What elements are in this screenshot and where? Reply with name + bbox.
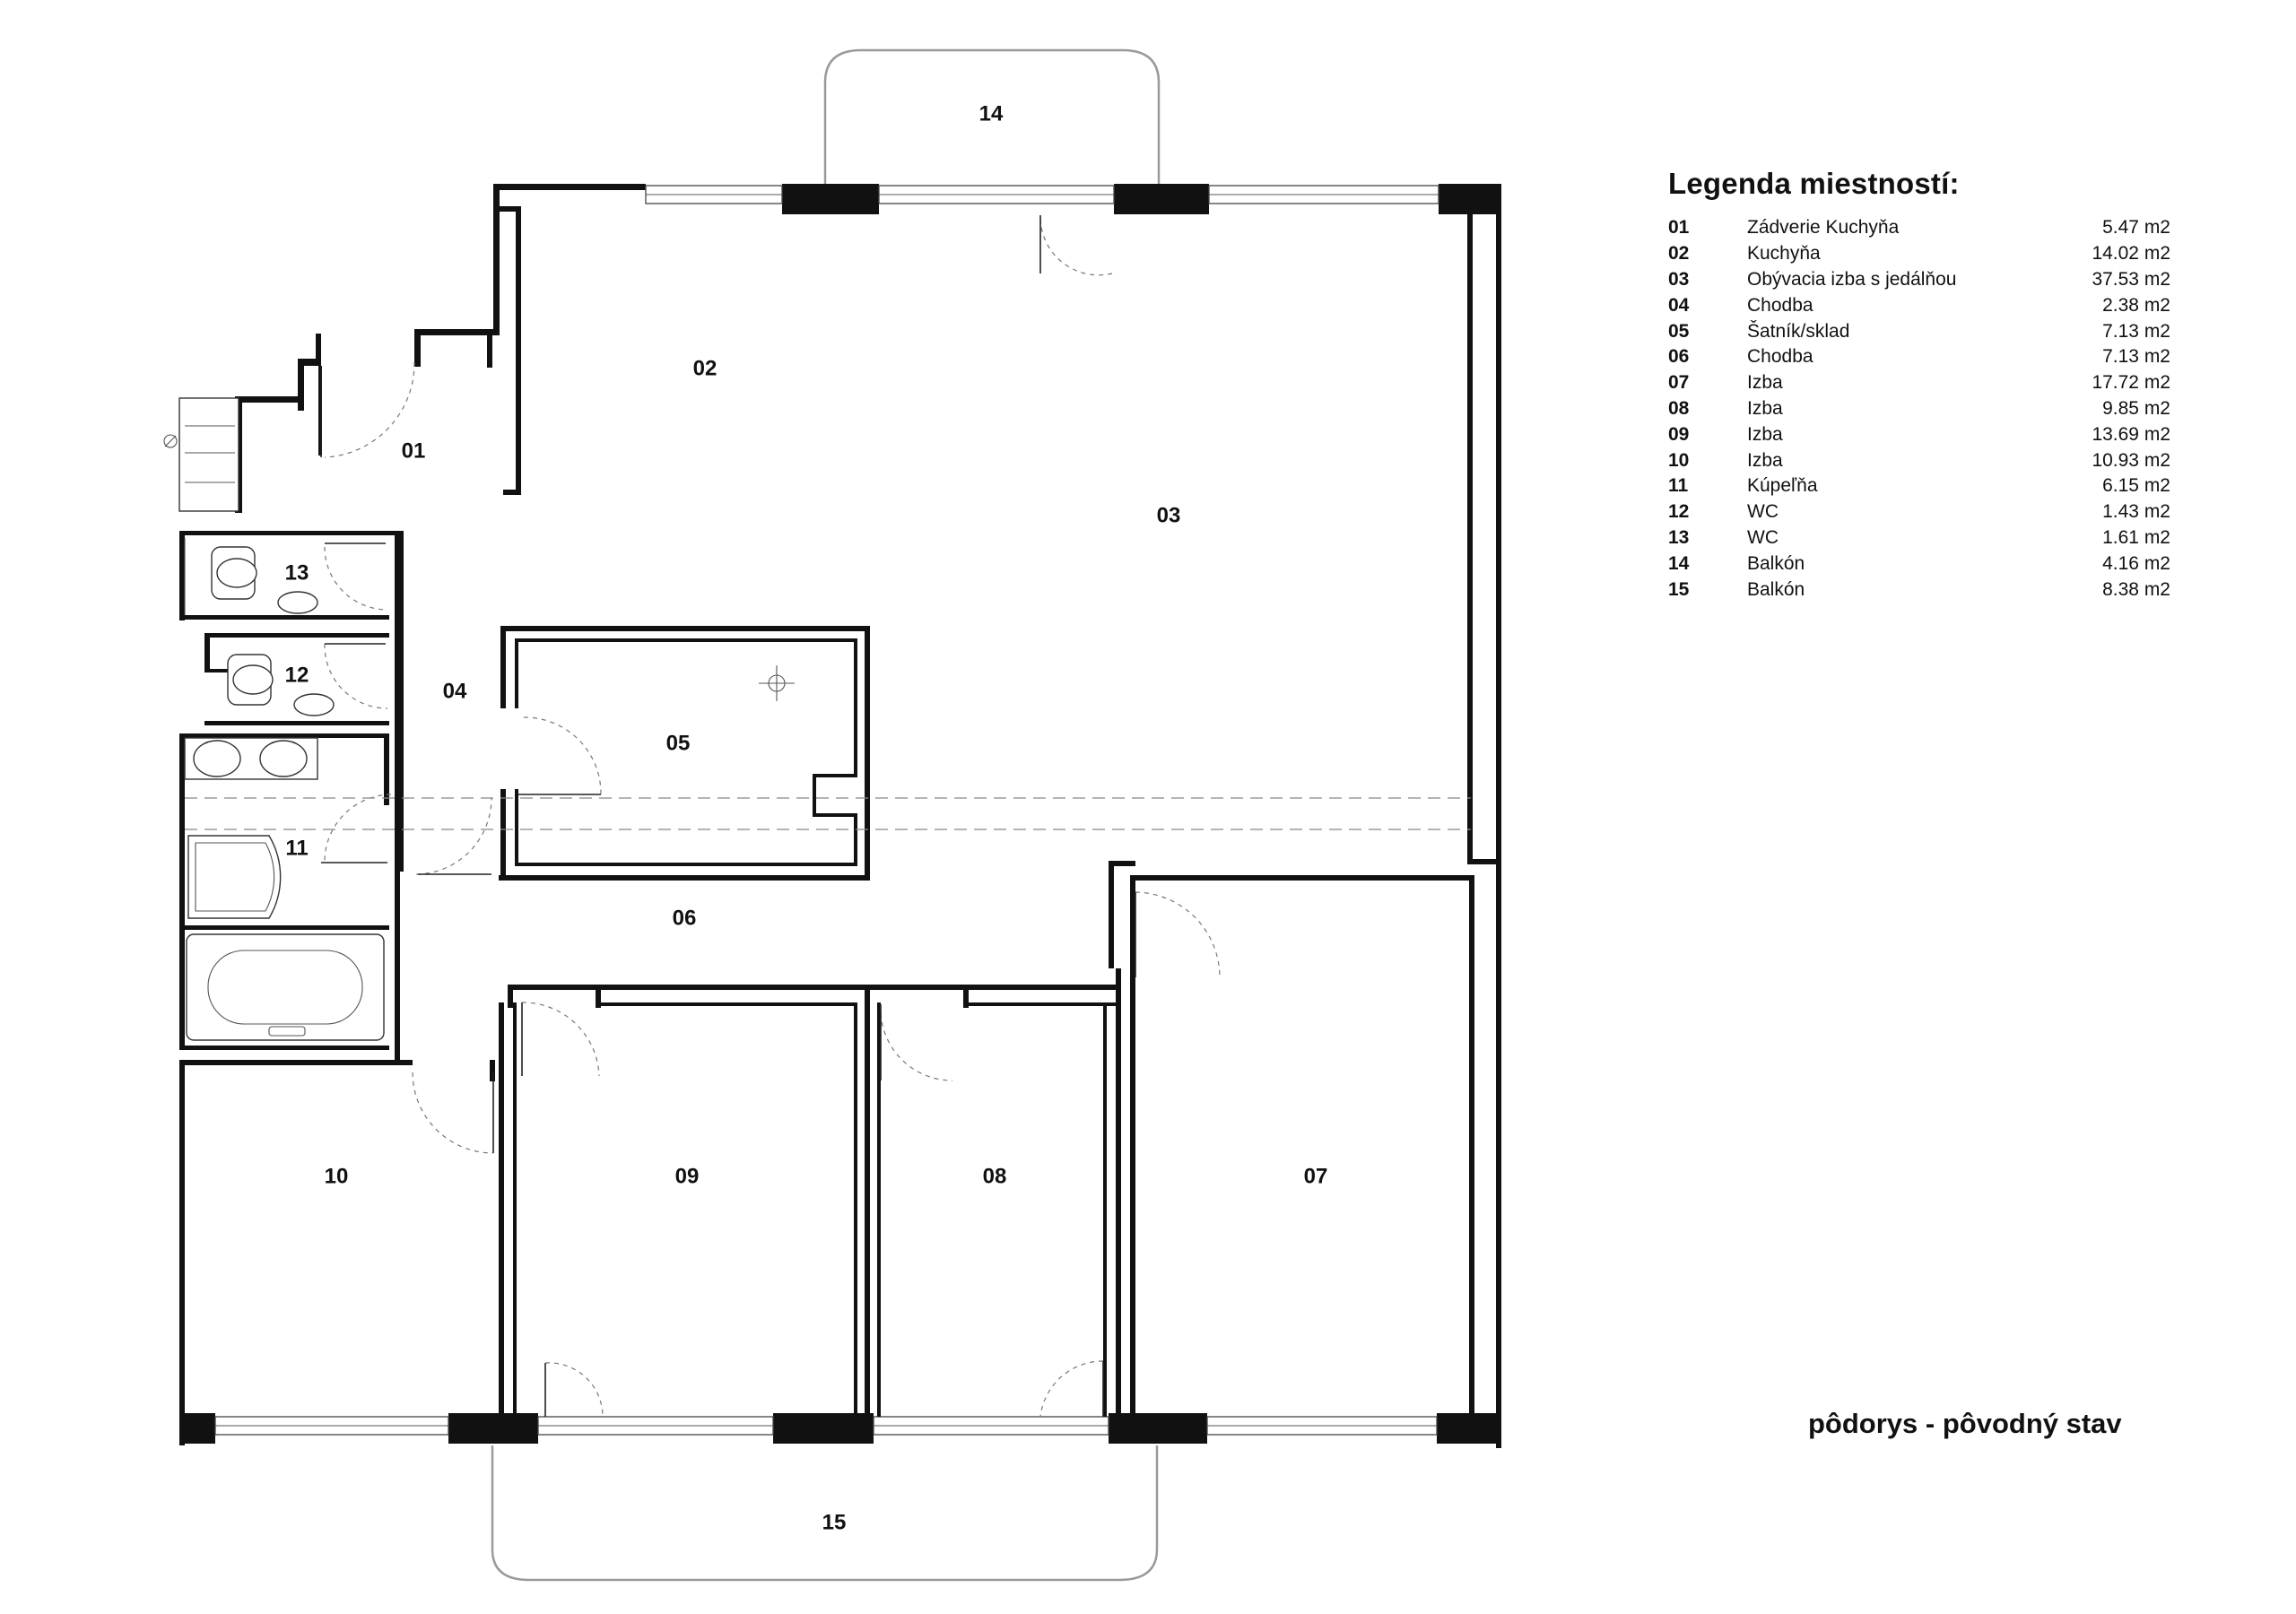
legend-room-name: Zádverie Kuchyňa [1747,217,1900,239]
legend-room-number: 12 [1668,501,1690,523]
room-label-14: 14 [979,101,1004,126]
legend-room-area: 13.69 m2 [2092,423,2170,445]
legend-room-number: 01 [1668,217,1690,239]
legend-row: 06 Chodba 7.13 m2 [1668,344,2170,370]
legend-row: 13 WC 1.61 m2 [1668,525,2170,551]
legend-room-area: 1.43 m2 [2102,501,2170,523]
legend-row: 15 Balkón 8.38 m2 [1668,577,2170,603]
legend-row: 07 Izba 17.72 m2 [1668,370,2170,396]
legend-room-area: 10.93 m2 [2092,449,2170,471]
room-legend: Legenda miestností: 01 Zádverie Kuchyňa 5.… [1668,167,2170,603]
sanitary-fixtures [184,538,795,1041]
legend-room-name: Izba [1747,397,1783,419]
legend-room-name: WC [1747,526,1779,548]
room-label-11: 11 [285,836,308,860]
interior-walls [179,531,1474,1445]
room-label-08: 08 [983,1164,1007,1188]
room-label-12: 12 [285,663,309,687]
legend-room-name: Šatník/sklad [1747,320,1850,342]
legend-room-area: 8.38 m2 [2102,578,2170,600]
legend-room-area: 7.13 m2 [2102,320,2170,342]
legend-row: 05 Šatník/sklad 7.13 m2 [1668,318,2170,344]
legend-room-number: 06 [1668,346,1690,368]
legend-room-name: Kúpeľňa [1747,475,1818,497]
legend-room-area: 9.85 m2 [2102,397,2170,419]
legend-room-name: Izba [1747,449,1783,471]
legend-room-name: Balkón [1747,578,1805,600]
legend-row: 11 Kúpeľňa 6.15 m2 [1668,473,2170,499]
legend-row: 04 Chodba 2.38 m2 [1668,292,2170,318]
legend-row: 10 Izba 10.93 m2 [1668,447,2170,473]
legend-room-area: 6.15 m2 [2102,475,2170,497]
legend-room-number: 02 [1668,243,1690,265]
room-label-01: 01 [402,438,426,463]
legend-row: 02 Kuchyňa 14.02 m2 [1668,241,2170,267]
room-label-10: 10 [325,1164,349,1188]
legend-room-number: 09 [1668,423,1690,445]
legend-title: Legenda miestností: [1668,167,1960,200]
room-label-05: 05 [666,731,691,755]
balcony-14-outline [823,48,1161,186]
legend-room-area: 14.02 m2 [2092,243,2170,265]
legend-room-area: 17.72 m2 [2092,372,2170,394]
outer-walls [179,184,1501,1448]
legend-room-name: Chodba [1747,294,1813,316]
legend-room-number: 11 [1668,475,1689,497]
room-label-04: 04 [443,679,467,703]
room-label-02: 02 [693,356,718,380]
legend-room-area: 2.38 m2 [2102,294,2170,316]
legend-room-area: 7.13 m2 [2102,346,2170,368]
legend-room-area: 5.47 m2 [2102,217,2170,239]
legend-row: 09 Izba 13.69 m2 [1668,421,2170,447]
room-label-06: 06 [673,906,697,930]
legend-room-number: 13 [1668,526,1690,548]
legend-row: 14 Balkón 4.16 m2 [1668,551,2170,577]
legend-room-number: 05 [1668,320,1690,342]
legend-room-area: 4.16 m2 [2102,552,2170,574]
legend-room-name: Obývacia izba s jedálňou [1747,268,1957,290]
room-label-15: 15 [822,1510,847,1534]
legend-room-name: Izba [1747,372,1783,394]
room-labels: 14 02 01 03 13 12 04 05 11 06 10 09 08 0… [285,101,1328,1534]
legend-room-name: Chodba [1747,346,1813,368]
plan-caption: pôdorys - pôvodný stav [1808,1408,2122,1439]
legend-room-name: Izba [1747,423,1783,445]
room-label-13: 13 [285,560,309,585]
room-label-07: 07 [1304,1164,1328,1188]
room-label-09: 09 [675,1164,700,1188]
legend-row: 01 Zádverie Kuchyňa 5.47 m2 [1668,215,2170,241]
room-label-03: 03 [1157,503,1181,527]
legend-row: 03 Obývacia izba s jedálňou 37.53 m2 [1668,267,2170,293]
legend-room-number: 15 [1668,578,1690,600]
legend-room-number: 03 [1668,268,1690,290]
legend-room-area: 1.61 m2 [2102,526,2170,548]
shaft [163,397,239,512]
legend-room-name: Balkón [1747,552,1805,574]
legend-row: 08 Izba 9.85 m2 [1668,396,2170,422]
legend-row: 12 WC 1.43 m2 [1668,499,2170,525]
legend-room-area: 37.53 m2 [2092,268,2170,290]
door-swings [320,214,1221,1418]
legend-room-number: 07 [1668,372,1690,394]
legend-room-number: 10 [1668,449,1690,471]
legend-room-number: 04 [1668,294,1690,316]
legend-room-number: 08 [1668,397,1690,419]
legend-room-name: Kuchyňa [1747,243,1821,265]
windows [214,185,1439,1436]
balcony-15-outline [491,1445,1159,1582]
legend-rows: 01 Zádverie Kuchyňa 5.47 m2 02 Kuchyňa 14.02… [1668,215,2170,603]
legend-room-name: WC [1747,501,1779,523]
legend-room-number: 14 [1668,552,1690,574]
